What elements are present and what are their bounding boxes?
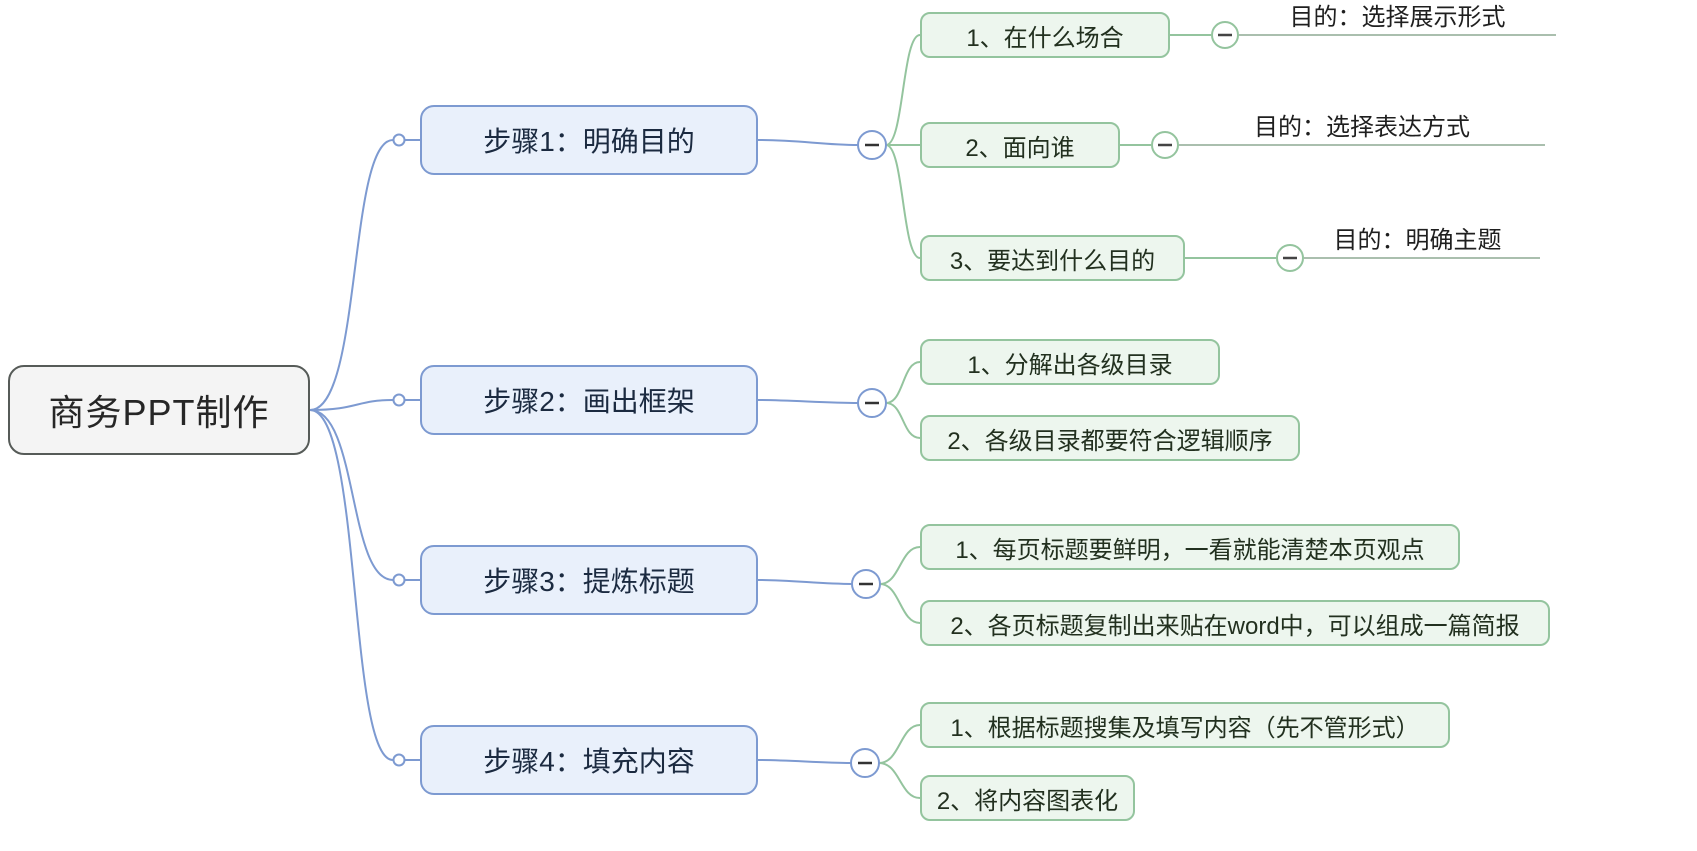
subtopic-step3-1[interactable]: 1、每页标题要鲜明，一看就能清楚本页观点 [920, 524, 1460, 570]
root-topic[interactable]: 商务PPT制作 [8, 365, 310, 455]
collapse-button-green[interactable] [1151, 21, 1304, 272]
branch-anchor-dots[interactable] [392, 133, 406, 767]
subtopic-step1-2[interactable]: 2、面向谁 [920, 122, 1120, 168]
root-branch-connectors [309, 139, 859, 764]
note-underlines [1179, 34, 1556, 259]
branch-step1[interactable]: 步骤1：明确目的 [420, 105, 758, 175]
branch-step4[interactable]: 步骤4：填充内容 [420, 725, 758, 795]
subtopic-step4-1[interactable]: 1、根据标题搜集及填写内容（先不管形式） [920, 702, 1450, 748]
subtopic-step4-2[interactable]: 2、将内容图表化 [920, 775, 1135, 821]
note-step1-2[interactable]: 目的：选择表达方式 [1254, 114, 1470, 141]
branch-step2[interactable]: 步骤2：画出框架 [420, 365, 758, 435]
collapse-button-blue[interactable] [850, 130, 887, 778]
subtopic-step1-3[interactable]: 3、要达到什么目的 [920, 235, 1185, 281]
branch-step3[interactable]: 步骤3：提炼标题 [420, 545, 758, 615]
note-step1-1[interactable]: 目的：选择展示形式 [1289, 4, 1506, 31]
subtopic-step2-1[interactable]: 1、分解出各级目录 [920, 339, 1220, 385]
subtopic-step2-2[interactable]: 2、各级目录都要符合逻辑顺序 [920, 415, 1300, 461]
subtopic-step3-2[interactable]: 2、各页标题复制出来贴在word中，可以组成一篇简报 [920, 600, 1550, 646]
note-step1-3[interactable]: 目的：明确主题 [1333, 227, 1502, 254]
branch-child-connectors [878, 34, 1276, 799]
subtopic-step1-1[interactable]: 1、在什么场合 [920, 12, 1170, 58]
